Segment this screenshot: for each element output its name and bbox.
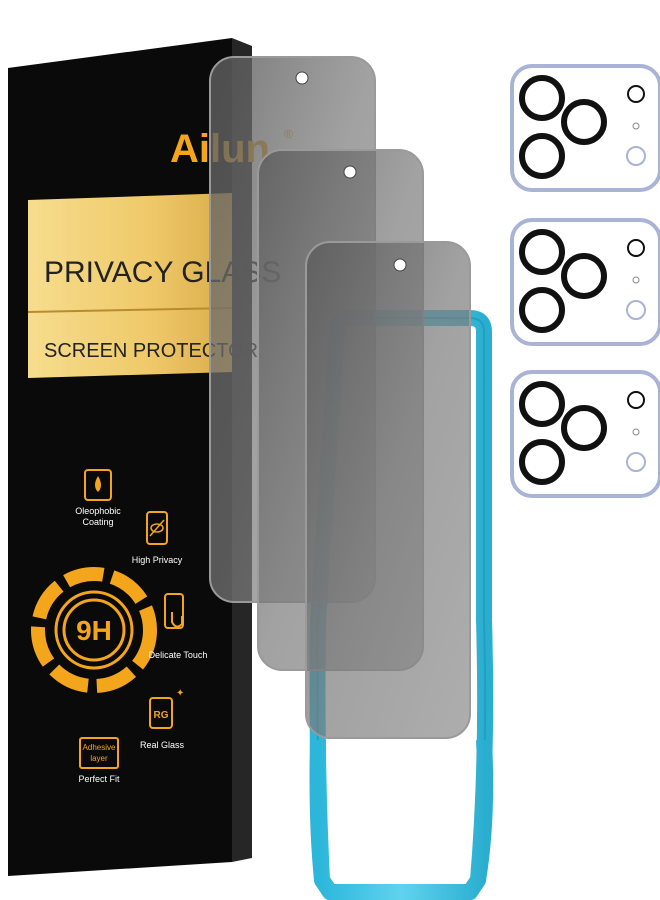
lens-ring-icon [519, 439, 565, 485]
touch-hand-icon [164, 593, 184, 629]
gold-band [28, 193, 232, 378]
feature-delicate-touch: Delicate Touch [149, 593, 208, 660]
feature-perfect-fit: Adhesive layer Perfect Fit [78, 737, 120, 784]
water-drop-icon [84, 469, 112, 501]
feature-oleophobic-label-2: Coating [82, 517, 113, 527]
lens-ring-icon [561, 405, 607, 451]
hardness-wheel: 9H [31, 567, 157, 693]
feature-high-privacy: High Privacy [132, 511, 183, 565]
feature-oleophobic-label-1: Oleophobic [75, 506, 121, 516]
lens-ring-icon [519, 75, 565, 121]
feature-delicate-touch-label: Delicate Touch [149, 650, 208, 660]
lidar-cutout [626, 146, 646, 166]
privacy-glass-sheets [209, 56, 471, 739]
lens-ring-icon [561, 99, 607, 145]
privacy-glass-sheet [305, 241, 471, 739]
feature-real-glass: RG ✦ Real Glass [140, 688, 185, 750]
retail-box: Ailun ® PRIVACY GLASS SCREEN PROTECTOR 9… [8, 38, 293, 876]
feature-real-glass-label: Real Glass [140, 740, 185, 750]
lens-ring-icon [519, 381, 565, 427]
lens-ring-icon [561, 253, 607, 299]
camera-cutout [393, 258, 407, 272]
camera-cutout [343, 165, 357, 179]
adhesive-icon-text-1: Adhesive [83, 743, 116, 752]
rg-icon-text: RG [154, 710, 169, 721]
lens-ring-icon [519, 229, 565, 275]
flash-cutout [627, 85, 645, 103]
hardness-label: 9H [76, 615, 112, 646]
rg-icon [149, 697, 173, 729]
mic-cutout [632, 122, 640, 130]
mic-cutout [632, 428, 640, 436]
sparkle-icon: ✦ [176, 688, 184, 699]
lidar-cutout [626, 452, 646, 472]
band-divider [27, 307, 233, 313]
lens-ring-icon [519, 287, 565, 333]
adhesive-icon-text-2: layer [90, 754, 108, 763]
adhesive-layer-icon [79, 737, 119, 769]
camera-lens-protector [510, 64, 660, 192]
mic-cutout [632, 276, 640, 284]
flash-cutout [627, 391, 645, 409]
installation-frame-lower [309, 739, 494, 900]
feature-perfect-fit-label: Perfect Fit [78, 774, 120, 784]
camera-lens-protector [510, 218, 660, 346]
eye-slash-icon [146, 511, 168, 545]
lidar-cutout [626, 300, 646, 320]
flash-cutout [627, 239, 645, 257]
lens-ring-icon [519, 133, 565, 179]
band-subtitle: SCREEN PROTECTOR [44, 340, 258, 362]
feature-high-privacy-label: High Privacy [132, 555, 183, 565]
camera-lens-protector [510, 370, 660, 498]
feature-oleophobic: Oleophobic Coating [75, 469, 121, 527]
camera-protectors [510, 64, 660, 498]
camera-cutout [295, 71, 309, 85]
